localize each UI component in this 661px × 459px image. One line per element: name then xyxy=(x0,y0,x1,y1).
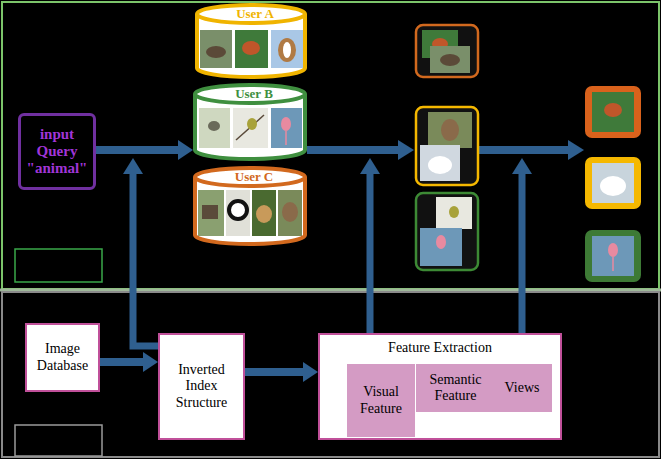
feature-item: Visual Feature xyxy=(347,364,415,437)
node-label: User C xyxy=(193,166,315,185)
photo xyxy=(198,190,302,236)
feature-box: Feature ExtractionVisual FeatureSemantic… xyxy=(318,333,562,440)
feature-item: Views xyxy=(492,364,552,412)
user-cylinder: User A xyxy=(195,3,315,79)
node-label: User B xyxy=(193,83,315,102)
node-label: User A xyxy=(195,3,315,22)
frame xyxy=(2,292,659,457)
cylinder-body xyxy=(195,5,305,244)
photo xyxy=(199,108,302,148)
node-label: Inverted Index Structure xyxy=(160,360,243,412)
photo xyxy=(200,30,303,68)
frame xyxy=(15,249,102,282)
node-label: Views xyxy=(502,378,543,398)
flow-arrow xyxy=(245,362,318,382)
node-label: Semantic Feature xyxy=(416,370,495,406)
process-box: Inverted Index Structure xyxy=(158,333,245,440)
node-label: Image Database xyxy=(27,339,98,375)
user-cylinder: User B xyxy=(193,83,315,161)
user-cylinder: User C xyxy=(193,166,315,246)
flow-arrow xyxy=(123,140,584,346)
node-label: Feature Extraction xyxy=(320,335,560,356)
result xyxy=(585,86,641,282)
flow-arrow xyxy=(100,352,158,372)
node-label: Visual Feature xyxy=(347,382,415,418)
process-box: Image Database xyxy=(25,323,100,392)
feature-item: Semantic Feature xyxy=(416,364,495,412)
frame xyxy=(15,425,102,456)
node-label: input Query "animal" xyxy=(21,126,93,178)
query-box: input Query "animal" xyxy=(18,113,96,190)
frame xyxy=(2,2,659,289)
cluster xyxy=(416,25,478,270)
flow-arrow xyxy=(96,140,193,160)
